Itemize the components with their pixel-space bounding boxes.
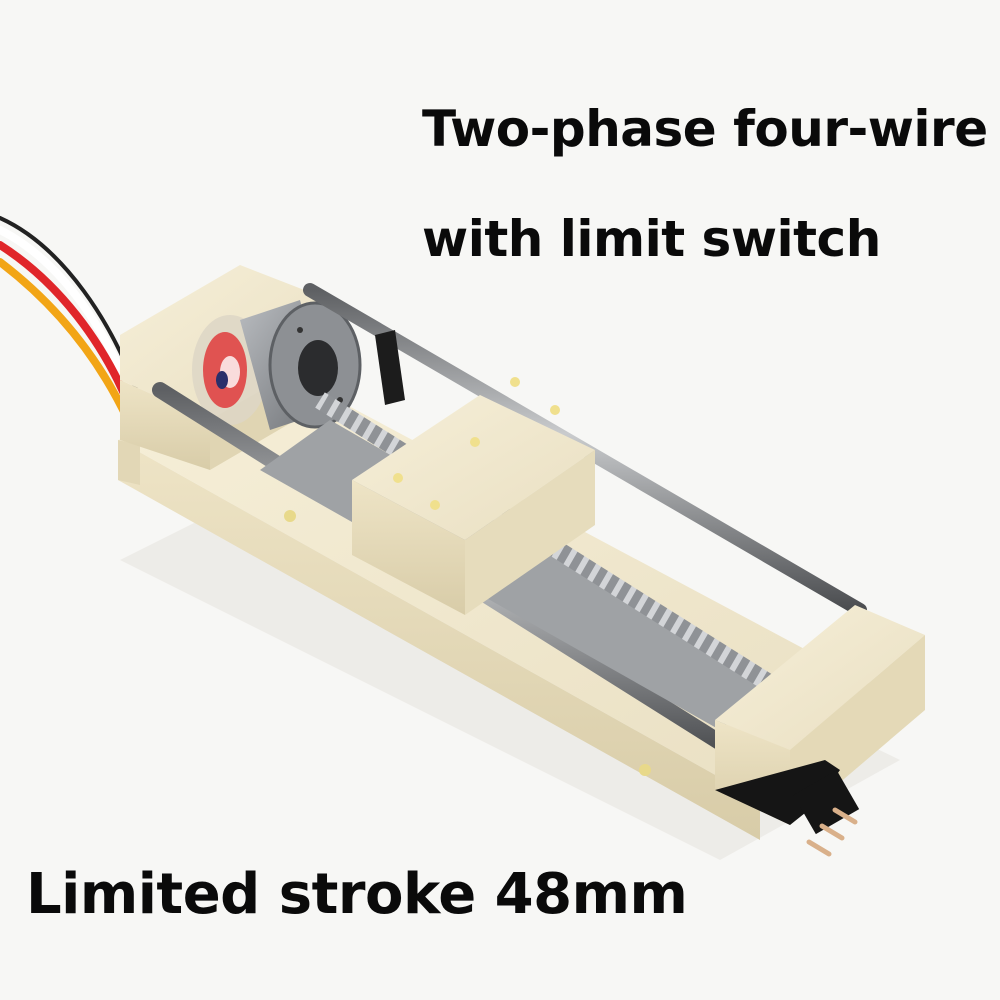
switch-flag	[375, 330, 405, 405]
stepper-motor	[192, 300, 362, 430]
feature-caption-wiring: Two-phase four-wire	[422, 100, 988, 158]
feature-caption-stroke: Limited stroke 48mm	[26, 862, 688, 927]
switch-pins	[806, 807, 858, 857]
mount-hole	[639, 764, 651, 776]
mount-hole	[284, 510, 296, 522]
feature-caption-limit-switch: with limit switch	[422, 210, 881, 268]
limit-switch	[715, 760, 860, 857]
carriage-block	[352, 377, 595, 615]
